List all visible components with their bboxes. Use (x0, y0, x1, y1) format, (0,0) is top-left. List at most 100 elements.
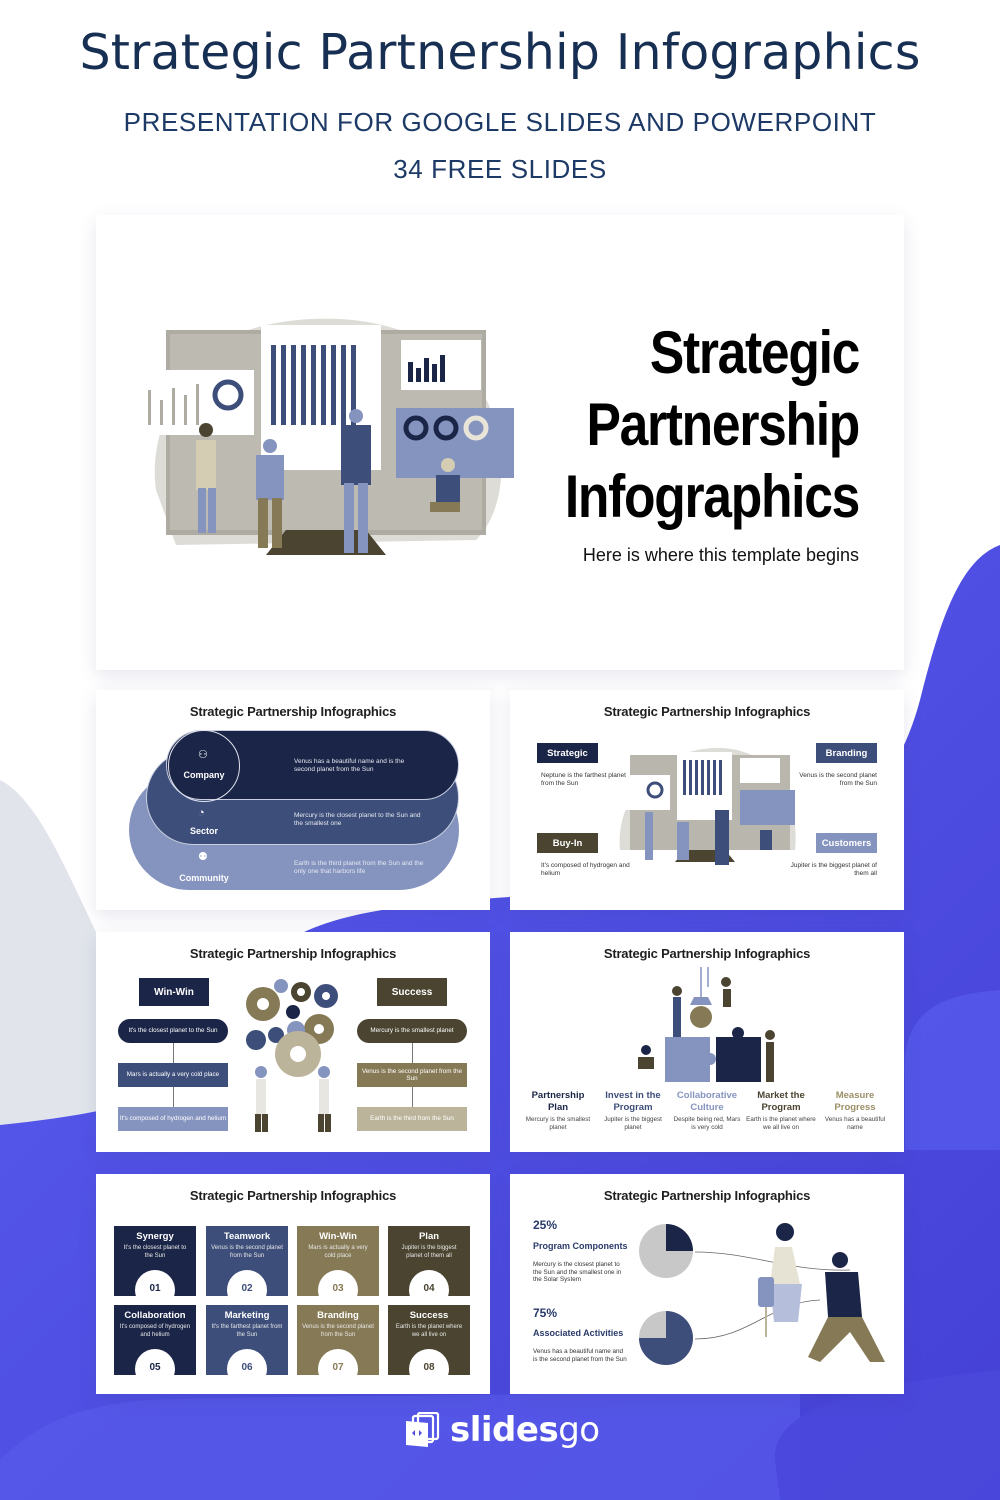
card-number-badge (318, 1349, 358, 1375)
branding-description: Venus is the second planet from the Sun (799, 772, 877, 787)
company-label: Company (183, 770, 225, 780)
stat-description: Venus has a beautiful name and is the se… (533, 1348, 627, 1363)
gears-teamwork-illustration (246, 979, 338, 1132)
card-number: 05 (149, 1362, 161, 1373)
stat-label: Associated Activities (533, 1328, 624, 1338)
pie-chart-75 (639, 1311, 693, 1365)
company-circle (168, 730, 240, 802)
team-dashboard-illustration (136, 318, 514, 555)
slide-preview-layered-pills[interactable]: Strategic Partnership Infographics ⚇ Com… (96, 690, 490, 910)
people-group-icon: ⚉ (198, 851, 208, 863)
branding-tag: Branding (816, 743, 877, 763)
step-description: Despite being red, Mars is very cold (673, 1116, 741, 1131)
card-number: 03 (332, 1283, 344, 1294)
step-label: Measure Progress (834, 1090, 876, 1113)
card-description: It's the farthest planet from the Sun (211, 1324, 283, 1338)
card-number: 02 (241, 1283, 253, 1294)
card-description: Mars is actually a very cold place (308, 1245, 368, 1259)
step-description: Venus has a beautiful name (824, 1116, 886, 1131)
slide-count: 34 FREE SLIDES (393, 154, 607, 184)
slide-preview-eight-cards[interactable]: Strategic Partnership Infographics Syner… (96, 1174, 490, 1394)
card-branding: Branding Venus is the second planet from… (297, 1305, 379, 1375)
slides-stack-icon (406, 1412, 440, 1447)
step-description: Jupiter is the biggest planet (604, 1116, 662, 1131)
card-description: Venus is the second planet from the Sun (211, 1245, 283, 1259)
slide-title: Strategic Partnership Infographics (189, 704, 397, 719)
page-title: Strategic Partnership Infographics (79, 24, 921, 81)
celebration-illustration (694, 1223, 885, 1362)
community-description: Earth is the third planet from the Sun a… (294, 860, 424, 875)
slide-preview-pie-stats[interactable]: Strategic Partnership Infographics 25% P… (510, 1174, 904, 1394)
card-description: Earth is the planet where we all live on (395, 1324, 463, 1338)
stat-label: Program Components (533, 1241, 628, 1251)
main-slide-preview[interactable]: Strategic Partnership Infographics Here … (96, 215, 904, 670)
pie-charts (639, 1224, 693, 1365)
card-synergy: Synergy It's the closest planet to the S… (114, 1226, 196, 1296)
logo-wordmark: slidesgo (450, 1410, 600, 1450)
sector-description: Mercury is the closest planet to the Sun… (294, 812, 421, 827)
success-step-1: Mercury is the smallest planet (357, 1019, 467, 1043)
main-title-line-3: Infographics (564, 463, 860, 530)
page-header: Strategic Partnership Infographics PRESE… (0, 0, 1000, 185)
page-subtitle: PRESENTATION FOR GOOGLE SLIDES AND POWER… (123, 107, 877, 137)
card-number-badge (135, 1349, 175, 1375)
stat-description: Mercury is the closest planet to the Sun… (533, 1261, 622, 1283)
step-market-program: Market the Program Earth is the planet w… (746, 1090, 816, 1131)
card-number: 06 (241, 1362, 253, 1373)
success-step-2: Venus is the second planet from the Sun (357, 1063, 467, 1087)
step-label: Collaborative Culture (676, 1090, 738, 1113)
company-description: Venus has a beautiful name and is the se… (294, 758, 405, 773)
card-success: Success Earth is the planet where we all… (388, 1305, 470, 1375)
step-label: Market the Program (757, 1090, 805, 1113)
card-number: 04 (423, 1283, 435, 1294)
main-title-line-1: Strategic (649, 319, 860, 386)
card-number-badge (227, 1349, 267, 1375)
connector (412, 1043, 413, 1063)
card-description: Venus is the second planet from the Sun (302, 1324, 374, 1338)
card-title: Synergy (136, 1231, 174, 1242)
card-marketing: Marketing It's the farthest planet from … (206, 1305, 288, 1375)
card-title: Win-Win (319, 1231, 357, 1242)
main-title-line-2: Partnership (586, 391, 860, 458)
card-number: 07 (332, 1362, 344, 1373)
community-label: Community (179, 873, 229, 883)
step-partnership-plan: Partnership Plan Mercury is the smallest… (523, 1090, 593, 1131)
card-number-badge (318, 1270, 358, 1296)
card-title: Teamwork (223, 1231, 271, 1242)
card-collaboration: Collaboration It's composed of hydrogen … (114, 1305, 196, 1375)
buy-in-description: It's composed of hydrogen and helium (541, 862, 630, 877)
stat-value-75: 75% (533, 1306, 558, 1320)
slide-preview-five-steps[interactable]: Strategic Partnership Infographics Partn… (510, 932, 904, 1152)
pie-chart-25 (639, 1224, 693, 1278)
step-label: Invest in the Program (605, 1090, 661, 1113)
slide-preview-four-corners[interactable]: Strategic Partnership Infographics Strat… (510, 690, 904, 910)
slide-title: Strategic Partnership Infographics (603, 946, 811, 961)
card-plan: Plan Jupiter is the biggest planet of th… (388, 1226, 470, 1296)
slide-preview-two-column-flow[interactable]: Strategic Partnership Infographics Win-W… (96, 932, 490, 1152)
dashboard-team-illustration (615, 747, 796, 865)
main-slide-subtitle: Here is where this template begins (582, 545, 859, 565)
connector (412, 1087, 413, 1107)
step-label: Partnership Plan (531, 1090, 585, 1113)
card-number-badge (409, 1349, 449, 1375)
slide-title: Strategic Partnership Infographics (189, 946, 397, 961)
logo-text-light: go (558, 1410, 600, 1450)
success-step-3: Earth is the third from the Sun (357, 1107, 467, 1131)
card-title: Success (409, 1310, 449, 1321)
sector-label: Sector (189, 826, 218, 836)
step-description: Mercury is the smallest planet (525, 1116, 591, 1131)
slide-title: Strategic Partnership Infographics (603, 1188, 811, 1203)
step-invest-program: Invest in the Program Jupiter is the big… (598, 1090, 668, 1131)
stat-value-25: 25% (533, 1218, 558, 1232)
step-collaborative-culture: Collaborative Culture Despite being red,… (672, 1090, 742, 1131)
win-win-header: Win-Win (139, 978, 209, 1006)
card-description: It's the closest planet to the Sun (123, 1245, 187, 1259)
logo-text-bold: slides (450, 1410, 559, 1450)
card-description: It's composed of hydrogen and helium (119, 1324, 191, 1338)
card-number-badge (135, 1270, 175, 1296)
strategic-description: Neptune is the farthest planet from the … (541, 772, 626, 787)
slidesgo-logo[interactable]: slidesgo (404, 1410, 600, 1450)
card-number-badge (227, 1270, 267, 1296)
strategic-tag: Strategic (537, 743, 598, 763)
org-chart-icon: ⚇ (198, 749, 208, 761)
